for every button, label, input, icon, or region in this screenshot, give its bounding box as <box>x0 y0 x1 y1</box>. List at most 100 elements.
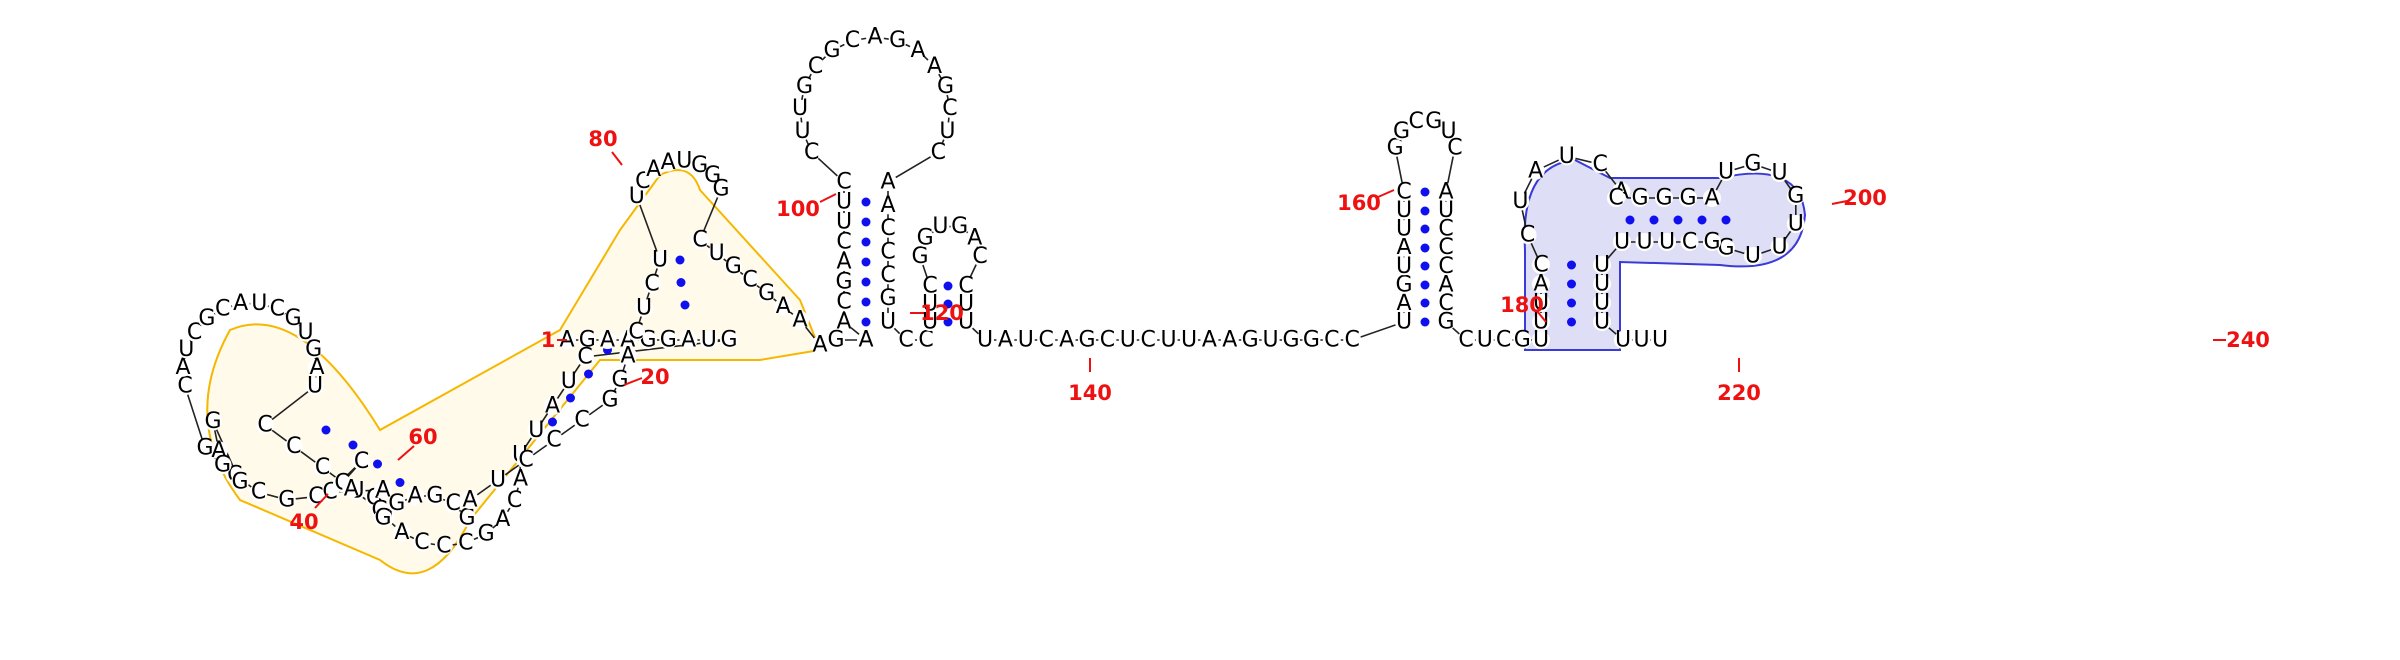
nucleotide-bg <box>306 377 324 396</box>
nucleotide-150: A <box>1202 328 1217 353</box>
nucleotide-layer: AGAAGGAUGCUAUUACAGCCCAUGAUCCCCGCCAGGGGCA… <box>174 25 1805 559</box>
nucleotide-bg <box>1078 331 1096 349</box>
nucleotide-bg <box>957 313 975 331</box>
nucleotide-bg <box>461 491 479 509</box>
nucleotide-50: G <box>305 337 322 362</box>
nucleotide-66: C <box>518 448 533 473</box>
nucleotide-bg <box>308 358 326 377</box>
nucleotide-155: G <box>1303 328 1320 353</box>
nucleotide-bg <box>675 152 694 171</box>
nucleotide-bg <box>679 331 698 349</box>
nucleotide-81: G <box>691 153 708 178</box>
base-pair-dot <box>861 237 871 247</box>
nucleotide-bg <box>352 452 371 471</box>
nucleotide-bg <box>342 479 361 498</box>
nucleotide-bg <box>651 251 669 269</box>
nucleotide-bg <box>1703 189 1721 207</box>
base-pair-dot <box>1567 260 1576 270</box>
nucleotide-95: A <box>836 310 851 335</box>
nucleotide-35: G <box>204 409 221 434</box>
nucleotide-114: G <box>937 74 954 99</box>
nucleotide-bg <box>911 247 929 266</box>
nucleotide-218: U <box>1633 328 1649 353</box>
nucleotide-214: U <box>1594 272 1610 297</box>
nucleotide-123: G <box>879 286 896 311</box>
nucleotide-bg <box>791 311 809 329</box>
base-pair-dot <box>861 217 871 227</box>
nucleotide-189: C <box>1520 223 1535 248</box>
nucleotide-bg <box>296 323 315 342</box>
nucleotide-59: G <box>388 491 405 516</box>
nucleotide-bg <box>598 331 617 349</box>
nucleotide-6: G <box>660 328 677 353</box>
nucleotide-58: G <box>374 505 391 530</box>
nucleotide-55: C <box>315 455 330 480</box>
nucleotide-152: G <box>1242 328 1259 353</box>
nucleotide-131: G <box>917 226 934 251</box>
nucleotide-183: G <box>1514 328 1531 353</box>
nucleotide-190: U <box>1512 189 1528 214</box>
nucleotide-17: A <box>495 507 510 532</box>
nucleotide-156: C <box>1324 328 1339 353</box>
nucleotide-69: G <box>601 388 618 413</box>
nucleotide-bg <box>1016 331 1035 349</box>
nucleotide-163: U <box>1396 217 1412 242</box>
nucleotide-143: A <box>1059 328 1074 353</box>
nucleotide-209: C <box>1682 230 1697 255</box>
nucleotide-bg <box>313 458 332 477</box>
nucleotide-bg <box>425 487 444 505</box>
nucleotide-134: A <box>967 226 982 251</box>
nucleotide-213: U <box>1594 253 1610 278</box>
nucleotide-bg <box>1635 233 1654 251</box>
nucleotide-106: G <box>796 74 813 99</box>
nucleotide-bg <box>627 323 645 341</box>
base-pair-dot <box>861 277 871 287</box>
nucleotide-164: U <box>1396 198 1412 223</box>
nucleotide-80: U <box>676 149 692 174</box>
nucleotide-bg <box>1395 220 1413 239</box>
nucleotide-bg <box>284 309 303 328</box>
nucleotide-148: U <box>1161 328 1177 353</box>
nucleotide-140: A <box>998 328 1013 353</box>
nucleotide-bg <box>921 277 939 295</box>
nucleotide-bg <box>387 494 406 513</box>
nucleotide-bg <box>879 173 897 191</box>
nucleotide-bg <box>659 153 678 172</box>
nucleotide-bg <box>1614 331 1632 349</box>
nucleotide-158: U <box>1396 310 1412 335</box>
nucleotide-41: U <box>178 337 194 362</box>
numbering-label-180: 180 <box>1500 293 1544 317</box>
nucleotide-38: G <box>196 436 213 461</box>
nucleotide-202: U <box>1771 161 1787 186</box>
nucleotide-56: A <box>344 476 359 501</box>
nucleotide-212: U <box>1614 230 1630 255</box>
base-pair-dot <box>680 300 690 310</box>
nucleotide-bg <box>477 524 496 543</box>
nucleotide-115: C <box>942 96 957 121</box>
nucleotide-107: C <box>808 54 823 79</box>
nucleotide-173: U <box>1438 198 1454 223</box>
nucleotide-bg <box>1532 275 1550 293</box>
nucleotide-bg <box>1392 122 1411 141</box>
nucleotide-bg <box>231 294 250 313</box>
nucleotide-bg <box>412 533 431 552</box>
numbering-tick <box>819 193 837 203</box>
nucleotide-170: U <box>1440 119 1456 144</box>
numbering-tick <box>1536 310 1547 323</box>
nucleotide-bg <box>1655 189 1673 207</box>
nucleotide-bg <box>879 266 897 285</box>
base-pair-dot <box>676 278 686 287</box>
nucleotide-bg <box>559 372 578 391</box>
nucleotide-162: A <box>1396 235 1411 260</box>
nucleotide-bg <box>573 411 591 429</box>
base-pair-dot <box>566 393 575 403</box>
nucleotide-bg <box>1395 275 1413 294</box>
nucleotide-51: A <box>309 355 324 380</box>
nucleotide-146: U <box>1120 328 1136 353</box>
nucleotide-160: G <box>1395 272 1412 297</box>
base-pair-dot <box>1567 317 1576 327</box>
nucleotide-7: A <box>681 328 696 353</box>
numbering-label-200: 200 <box>1843 186 1887 210</box>
nucleotide-bg <box>1395 313 1413 331</box>
nucleotide-13: U <box>528 418 544 443</box>
